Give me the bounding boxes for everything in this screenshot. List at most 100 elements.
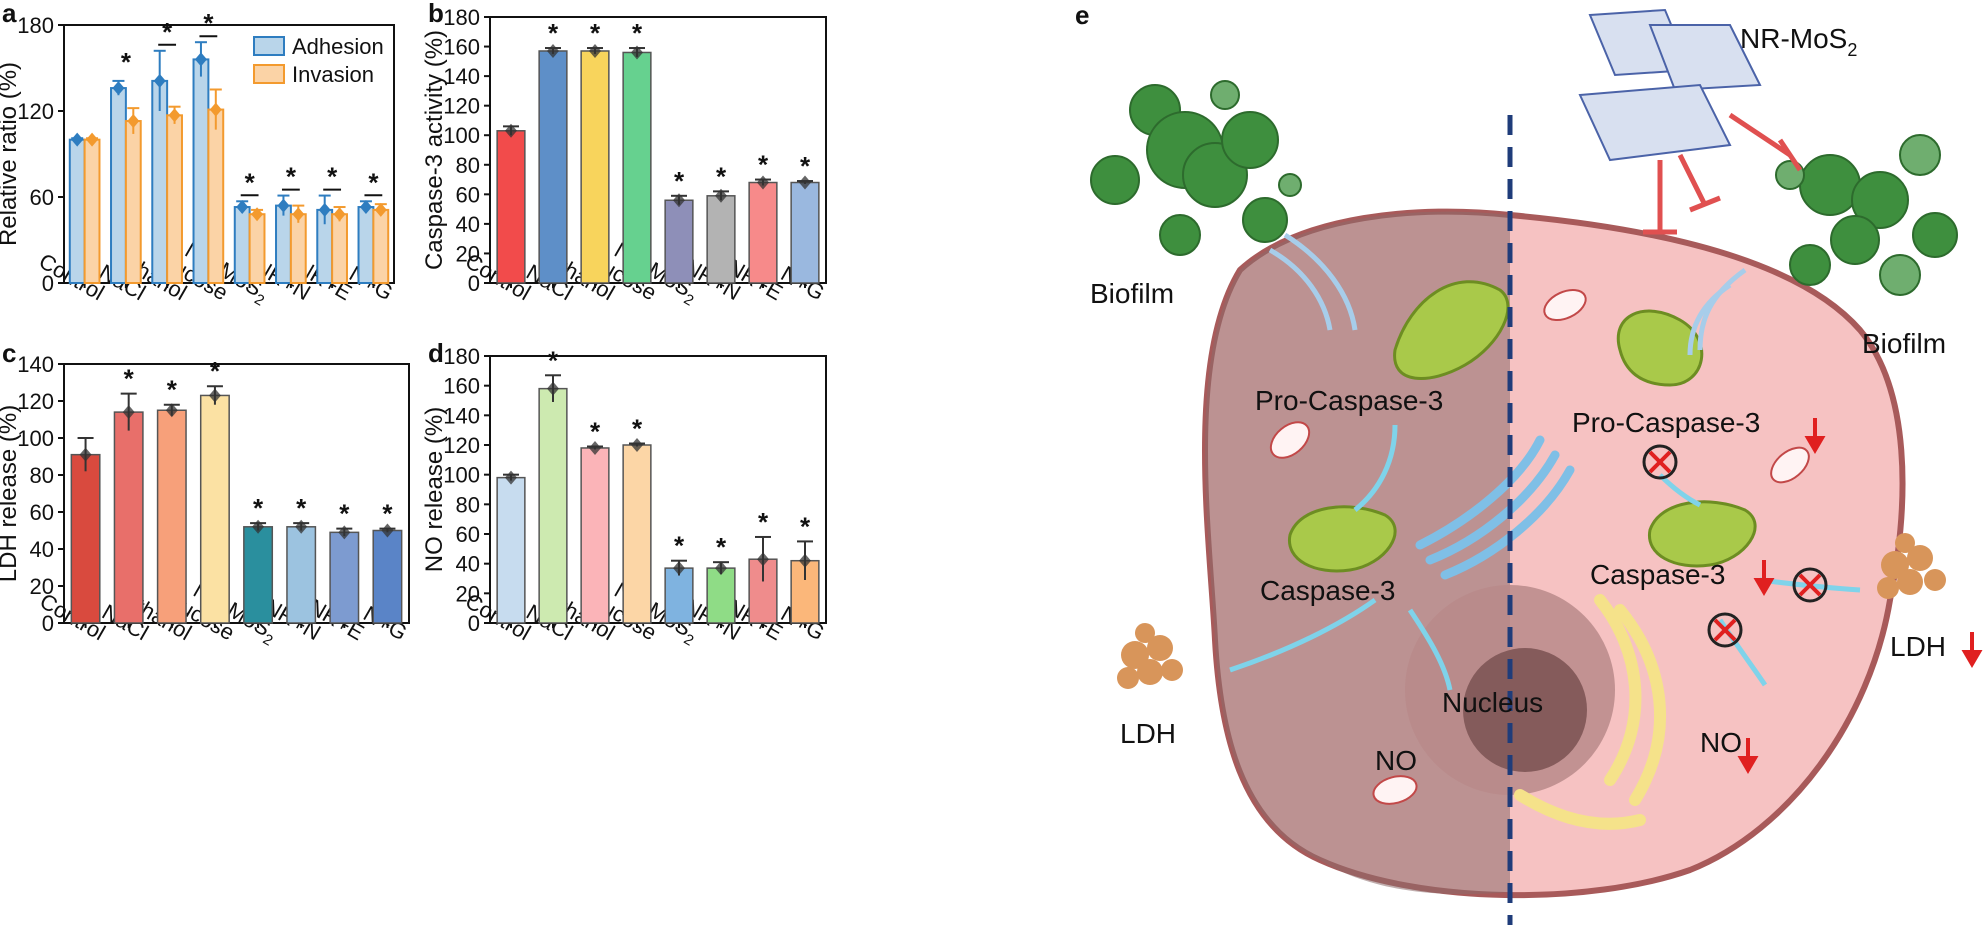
y-tick-label: 40 bbox=[456, 552, 480, 577]
subscript: 2 bbox=[251, 291, 267, 310]
significance-mark: * bbox=[382, 499, 393, 529]
data-point bbox=[547, 381, 559, 396]
biofilm-label-left: Biofilm bbox=[1090, 278, 1174, 309]
bar bbox=[538, 387, 568, 624]
panel-label-a: a bbox=[2, 0, 17, 28]
data-point bbox=[79, 447, 92, 462]
panel-label-c: c bbox=[2, 338, 16, 368]
data-point bbox=[153, 73, 166, 88]
bar bbox=[664, 567, 694, 624]
data-point bbox=[338, 525, 351, 540]
y-tick-label: 120 bbox=[443, 94, 480, 119]
bar bbox=[580, 50, 610, 284]
data-point bbox=[505, 123, 517, 138]
significance-mark: * bbox=[716, 532, 727, 562]
significance-mark: * bbox=[253, 493, 264, 523]
bar-invasion bbox=[248, 213, 266, 284]
data-point bbox=[122, 405, 135, 420]
y-axis-label: Relative ratio (%) bbox=[0, 62, 22, 246]
subscript: 2 bbox=[260, 631, 276, 650]
y-axis-label: NO release (%) bbox=[421, 407, 448, 572]
y-tick-label: 100 bbox=[443, 123, 480, 148]
mitochondria bbox=[1269, 288, 1810, 805]
y-tick-label: 120 bbox=[17, 99, 54, 124]
data-point bbox=[589, 43, 601, 58]
bar-adhesion bbox=[192, 58, 210, 285]
y-tick-label: 40 bbox=[30, 537, 54, 562]
caspase-label-right: Caspase-3 bbox=[1590, 559, 1725, 590]
y-tick-label: 60 bbox=[30, 185, 54, 210]
bar bbox=[706, 195, 736, 284]
bar bbox=[243, 526, 274, 624]
biofilm-label-right: Biofilm bbox=[1862, 328, 1946, 359]
panel-label-b: b bbox=[428, 0, 444, 28]
y-tick-label: 100 bbox=[443, 463, 480, 488]
legend-label: Invasion bbox=[292, 62, 374, 87]
y-tick-label: 0 bbox=[42, 611, 54, 636]
data-point bbox=[673, 561, 685, 576]
bar bbox=[664, 199, 694, 284]
data-point bbox=[547, 43, 559, 58]
significance-mark: * bbox=[162, 17, 173, 47]
data-point bbox=[127, 114, 140, 129]
blocked-crosses bbox=[1648, 450, 1822, 642]
y-tick-label: 180 bbox=[443, 344, 480, 369]
biofilm-cluster-right bbox=[1775, 134, 1958, 296]
no-label-left: NO bbox=[1375, 745, 1417, 776]
y-tick-label: 60 bbox=[456, 522, 480, 547]
bar-adhesion bbox=[110, 87, 127, 284]
data-point bbox=[359, 200, 372, 215]
data-point bbox=[381, 523, 394, 538]
decrease-arrows bbox=[1737, 418, 1983, 774]
data-point bbox=[673, 193, 685, 208]
panel-label-e: e bbox=[1075, 0, 1089, 30]
endoplasmic-reticulum bbox=[1514, 594, 1666, 830]
bar bbox=[706, 567, 736, 624]
data-point bbox=[277, 198, 290, 213]
bar bbox=[113, 411, 144, 624]
y-tick-label: 60 bbox=[456, 182, 480, 207]
y-tick-label: 120 bbox=[443, 433, 480, 458]
nucleus-label: Nucleus bbox=[1442, 687, 1543, 718]
bar bbox=[496, 130, 526, 284]
y-tick-label: 140 bbox=[443, 403, 480, 428]
bar-adhesion bbox=[68, 138, 86, 284]
plot-frame bbox=[63, 24, 395, 284]
significance-mark: * bbox=[590, 416, 601, 446]
significance-mark: * bbox=[203, 8, 214, 38]
significance-mark: * bbox=[167, 375, 178, 405]
bar bbox=[70, 453, 101, 624]
caspase-label-left: Caspase-3 bbox=[1260, 575, 1395, 606]
y-axis-label: LDH release (%) bbox=[0, 405, 22, 582]
no-label-right: NO bbox=[1700, 727, 1742, 758]
significance-mark: * bbox=[548, 345, 559, 375]
data-point bbox=[374, 202, 387, 217]
data-point bbox=[589, 440, 601, 455]
significance-mark: * bbox=[286, 162, 297, 192]
data-point bbox=[292, 207, 305, 222]
data-point bbox=[333, 207, 346, 222]
significance-mark: * bbox=[327, 162, 338, 192]
nr-mos2-nanosheets bbox=[1578, 8, 1762, 162]
bar-invasion bbox=[289, 213, 307, 284]
bar bbox=[286, 526, 317, 624]
bar bbox=[329, 531, 360, 624]
bar-adhesion bbox=[233, 206, 251, 285]
significance-mark: * bbox=[121, 47, 132, 77]
data-point bbox=[715, 561, 727, 576]
bar bbox=[538, 50, 568, 284]
significance-mark: * bbox=[674, 531, 685, 561]
data-point bbox=[168, 108, 181, 123]
ldh-label-left: LDH bbox=[1120, 718, 1176, 749]
y-tick-label: 100 bbox=[17, 426, 54, 451]
bar bbox=[622, 51, 652, 284]
subscript: 2 bbox=[681, 291, 697, 310]
significance-mark: * bbox=[245, 167, 256, 197]
data-point bbox=[799, 553, 811, 568]
plot-frame bbox=[63, 363, 410, 624]
y-tick-label: 120 bbox=[17, 389, 54, 414]
